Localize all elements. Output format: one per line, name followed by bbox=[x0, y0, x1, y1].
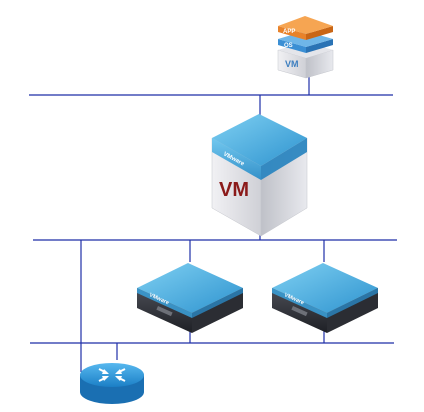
vmware-cube-vm-label: VM bbox=[219, 179, 249, 201]
server-2: VMware bbox=[272, 263, 378, 333]
router-top bbox=[80, 363, 144, 387]
server-1: VMware bbox=[137, 263, 243, 333]
vm-stack-app-layer-top bbox=[278, 16, 333, 34]
server-2-top bbox=[272, 263, 378, 313]
vm-stack-app-layer-right bbox=[306, 26, 333, 40]
vm-stack-app-layer bbox=[278, 26, 306, 40]
vmware-cube-band-left bbox=[212, 138, 261, 180]
vmware-cube-top-face bbox=[212, 114, 307, 166]
vmware-cube-band-right bbox=[261, 138, 307, 180]
server-1-band-left bbox=[137, 288, 192, 318]
vm-stack-os-layer bbox=[278, 39, 306, 53]
vm-stack-base-right bbox=[305, 49, 334, 79]
vm-stack-vm-label: VM bbox=[285, 59, 299, 69]
server-1-drive-bay bbox=[156, 306, 173, 317]
router-icon bbox=[98, 368, 126, 382]
server-2-drive-bay bbox=[291, 306, 308, 317]
network-lines bbox=[29, 72, 397, 372]
vm-stack-os-label: OS bbox=[284, 43, 293, 49]
router bbox=[80, 363, 144, 404]
server-2-band-left bbox=[272, 288, 327, 318]
server-1-band-right bbox=[192, 288, 243, 318]
vm-stack-os-layer-right bbox=[306, 39, 333, 53]
server-1-top bbox=[137, 263, 243, 313]
server-2-band-right bbox=[327, 288, 378, 318]
vm-stack-app-label: APP bbox=[283, 29, 295, 35]
vm-stack: VM OS APP bbox=[277, 16, 334, 79]
vmware-vm-cube: VMware VM bbox=[211, 114, 308, 237]
